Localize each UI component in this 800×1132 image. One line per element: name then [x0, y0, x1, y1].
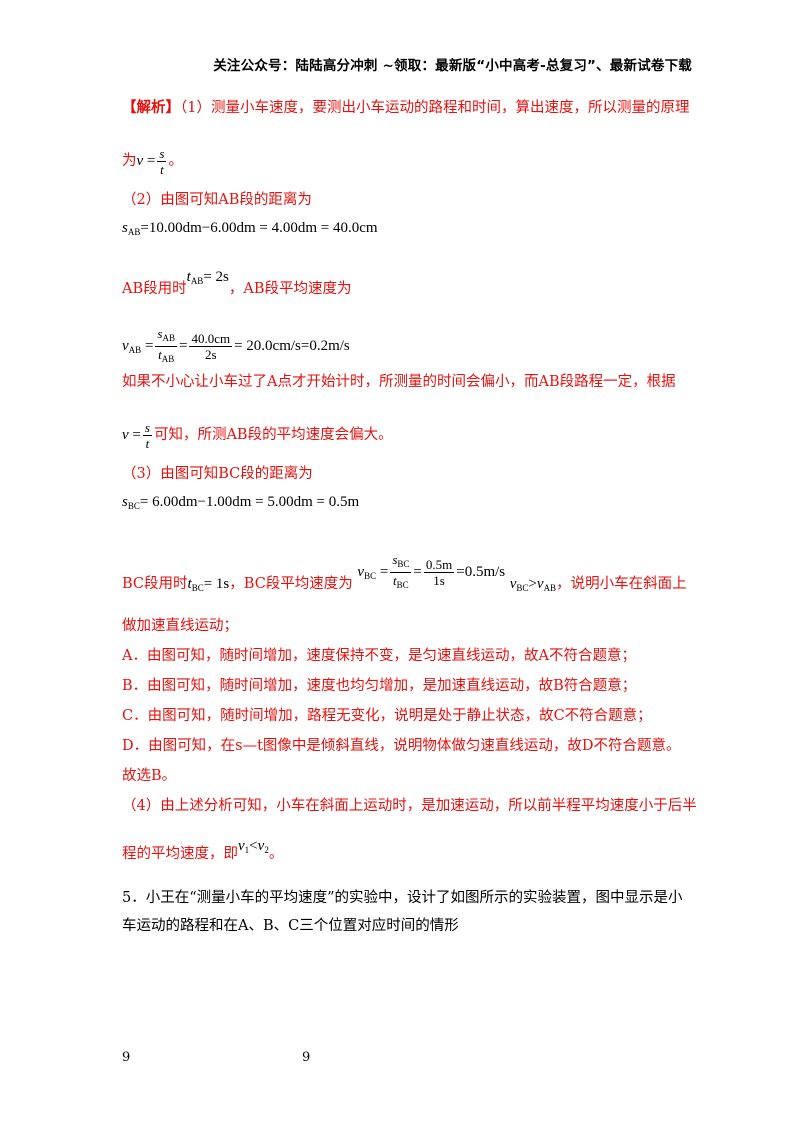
part2-time-line: AB段用时tAB= 2s，AB段平均速度为 — [122, 269, 352, 303]
option-b: B．由图可知，随时间增加，速度也均匀增加，是加速直线运动，故B符合题意； — [122, 678, 637, 694]
t-bc-value: = 1s — [203, 575, 230, 592]
analysis-tag: 【解析】 — [122, 99, 180, 116]
page-number-left: 9 — [122, 1050, 131, 1065]
v1-v2-compare: v1<v2 — [238, 838, 269, 855]
time-bc-suffix: ，BC段平均速度为 — [229, 575, 353, 592]
time-bc-prefix: BC段用时 — [122, 575, 188, 592]
part2-note2-text: 可知，所测AB段的平均速度会偏大。 — [153, 426, 393, 443]
v-ab-num: 40.0cm — [189, 331, 233, 347]
t-ab-formula: tAB= 2s — [186, 269, 229, 286]
s-ab-equation: sAB=10.00dm−6.00dm = 4.00dm = 40.0cm — [122, 220, 378, 237]
v-bc-num: 0.5m — [423, 557, 455, 573]
question5-line2: 车运动的路程和在A、B、C三个位置对应时间的情形 — [122, 918, 459, 934]
v-ab-result: = 20.0cm/s=0.2m/s — [234, 337, 350, 354]
option-a: A．由图可知，随时间增加，速度保持不变，是匀速直线运动，故A不符合题意； — [122, 648, 636, 664]
part1-suffix: 。 — [168, 152, 183, 169]
s-bc-equation: sBC= 6.00dm−1.00dm = 5.00dm = 0.5m — [122, 494, 360, 511]
part1-line1: 【解析】（1）测量小车速度，要测出小车运动的路程和时间，算出速度，所以测量的原理 — [122, 98, 689, 118]
part2-intro: （2）由图可知AB段的距离为 — [122, 192, 312, 208]
v-bc-result: =0.5m/s — [456, 563, 506, 580]
v-ab-den: 2s — [204, 347, 217, 362]
part4-line1: （4）由上述分析可知，小车在斜面上运动时，是加速运动，所以前半程平均速度小于后半 — [122, 798, 697, 814]
part4-prefix: 程的平均速度，即 — [122, 846, 238, 862]
time-ab-prefix: AB段用时 — [122, 281, 187, 297]
part3-intro: （3）由图可知BC段的距离为 — [122, 466, 313, 482]
page-number-center: 9 — [302, 1050, 311, 1065]
t-ab-value: = 2s — [203, 269, 229, 285]
question5-line1: 5．小王在“测量小车的平均速度”的实验中，设计了如图所示的实验装置，图中显示是小 — [122, 890, 683, 906]
s-ab-value: =10.00dm−6.00dm = 4.00dm = 40.0cm — [140, 220, 378, 236]
part3-conclusion: ，说明小车在斜面上 — [556, 575, 687, 592]
time-ab-suffix: ，AB段平均速度为 — [228, 281, 352, 297]
v-bc-den: 1s — [433, 573, 445, 588]
part4-suffix: 。 — [268, 846, 284, 862]
part4-line2: 程的平均速度，即v1<v2。 — [122, 838, 284, 868]
part3-conclusion2: 做加速直线运动； — [122, 618, 238, 634]
s-bc-value: = 6.00dm−1.00dm = 5.00dm = 0.5m — [139, 494, 360, 510]
option-c: C．由图可知，随时间增加，路程无变化，说明是处于静止状态，故C不符合题意； — [122, 708, 652, 724]
answer: 故选B。 — [122, 768, 177, 784]
page-header: 关注公众号：陆陆高分冲刺 ~领取：最新版“小中高考-总复习”、最新试卷下载 — [213, 58, 692, 74]
v-compare: vBC>vAB — [509, 575, 557, 593]
part1-prefix: 为 — [122, 152, 137, 169]
t-bc-formula: tBC= 1s — [187, 575, 230, 593]
part1-text: （1）测量小车速度，要测出小车运动的路程和时间，算出速度，所以测量的原理 — [180, 100, 690, 116]
part2-note1: 如果不小心让小车过了A点才开始计时，所测量的时间会偏小，而AB段路程一定，根据 — [122, 374, 676, 390]
option-d: D．由图可知，在s—t图像中是倾斜直线，说明物体做匀速直线运动，故D不符合题意。 — [122, 738, 681, 754]
